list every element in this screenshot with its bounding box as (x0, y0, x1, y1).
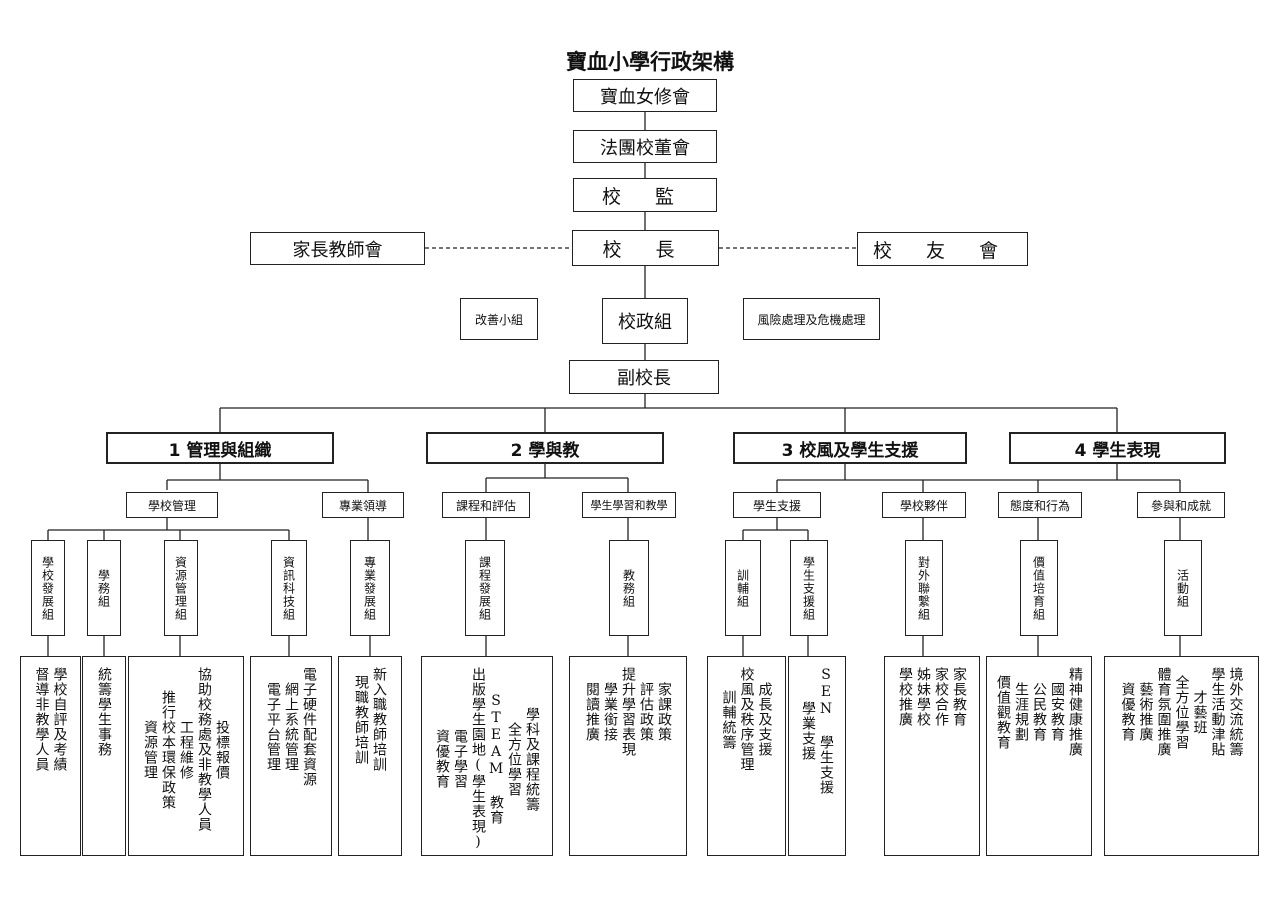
duty-item: 協助校務處及非教學人員 (196, 667, 212, 832)
duty-item: 校風及秩序管理 (738, 667, 755, 772)
duties-academic-affairs: 統籌學生事務 (82, 656, 126, 856)
duties-values: 精神健康推廣 國安教育 公民教育 生涯規劃 價值觀教育 (986, 656, 1092, 856)
subarea-curriculum-assessment: 課程和評估 (442, 492, 530, 518)
area-management: 1 管理與組織 (106, 432, 334, 464)
board-box: 法團校董會 (573, 130, 717, 163)
duties-academic: 家課政策 評估政策 提升學習表現 學業銜接 閱讀推廣 (569, 656, 687, 856)
area-ethos-support: 3 校風及學生支援 (733, 432, 967, 464)
team-prof-development: 專業發展組 (350, 540, 390, 636)
duties-school-development: 學校自評及考績督導非教學人員 (20, 656, 81, 856)
duty-item: 新入職教師培訓 (371, 667, 387, 772)
team-activities: 活動組 (1164, 540, 1202, 636)
duty-item: 資優教育 (434, 729, 450, 789)
duty-item: 閱讀推廣 (584, 682, 600, 742)
duty-item: 境外交流統籌 (1227, 667, 1244, 757)
admin-team-box: 校政組 (602, 298, 688, 344)
duty-item: 家課政策 (656, 682, 672, 742)
sisters-box: 寶血女修會 (573, 79, 717, 112)
area-performance: 4 學生表現 (1009, 432, 1226, 464)
duty-item: 家校合作 (933, 667, 949, 727)
team-guidance: 訓輔組 (725, 540, 761, 636)
duty-item: 電子硬件配套資源 (301, 667, 317, 787)
duty-item: 體育氛圍推廣 (1155, 667, 1172, 757)
subarea-student-support: 學生支援 (733, 492, 821, 518)
duty-item: 成長及支援 (756, 682, 773, 757)
duty-item: 網上系統管理 (283, 682, 299, 772)
duty-item: 學生活動津貼 (1209, 667, 1226, 757)
area-learning-teaching: 2 學與教 (426, 432, 664, 464)
duty-item: 學業支援 (800, 701, 816, 761)
duties-curriculum: 學科及課程統籌 全方位學習 STEAM 教育 出版學生園地(學生表現) 電子學習… (421, 656, 553, 856)
team-curriculum: 課程發展組 (465, 540, 505, 636)
duty-item: 現職教師培訓 (353, 674, 369, 765)
subarea-participation: 參與和成就 (1137, 492, 1225, 518)
duty-item: 才藝班 (1191, 689, 1208, 735)
duty-item: 推行校本環保政策 (160, 689, 176, 810)
duty-item: 姊妹學校 (915, 667, 931, 727)
duties-activities: 境外交流統籌 學生活動津貼 才藝班 全方位學習 體育氛圍推廣 藝術推廣 資優教育 (1104, 656, 1259, 856)
duty-item: SEN 學生支援 (818, 667, 834, 795)
alumni-box: 校 友 會 (857, 232, 1028, 266)
duty-item: 家長教育 (951, 667, 967, 727)
subarea-professional-leadership: 專業領導 (322, 492, 404, 518)
team-academic: 教務組 (609, 540, 649, 636)
principal-box: 校 長 (572, 230, 719, 266)
duty-item: 電子平台管理 (265, 682, 281, 772)
team-resources: 資源管理組 (164, 540, 198, 636)
duties-it: 電子硬件配套資源 網上系統管理 電子平台管理 (250, 656, 332, 856)
pta-box: 家長教師會 (250, 232, 425, 265)
vice-principal-box: 副校長 (569, 360, 719, 394)
duty-item: 評估政策 (638, 682, 654, 742)
duty-item: 工程維修 (178, 719, 194, 780)
duty-item: 資優教育 (1119, 682, 1136, 742)
team-academic-affairs: 學務組 (87, 540, 121, 636)
duty-item: 全方位學習 (506, 721, 522, 797)
duties-student-support: SEN 學生支援 學業支援 (788, 656, 846, 856)
subarea-attitude-behaviour: 態度和行為 (998, 492, 1082, 518)
duties-guidance: 成長及支援 校風及秩序管理 訓輔統籌 (707, 656, 786, 856)
duty-item: 投標報價 (214, 719, 230, 780)
team-student-support: 學生支援組 (790, 540, 828, 636)
team-it: 資訊科技組 (271, 540, 307, 636)
subarea-school-management: 學校管理 (126, 492, 218, 518)
duty-item: 學業銜接 (602, 682, 618, 742)
risk-team-box: 風險處理及危機處理 (743, 298, 880, 340)
duty-item: 價值觀教育 (995, 674, 1011, 750)
duties-prof-development: 新入職教師培訓 現職教師培訓 (338, 656, 402, 856)
duty-item: 國安教育 (1049, 682, 1065, 742)
duty-item: 統籌學生事務 (96, 667, 112, 757)
supervisor-box: 校 監 (573, 178, 717, 212)
subarea-learning-teaching: 學生學習和教學 (582, 492, 676, 518)
duties-resources: 投標報價 協助校務處及非教學人員 工程維修 推行校本環保政策 資源管理 (128, 656, 244, 856)
duty-item: 生涯規劃 (1013, 682, 1029, 742)
subarea-partnership: 學校夥伴 (882, 492, 966, 518)
team-external-relations: 對外聯繫組 (905, 540, 943, 636)
duty-item: 學校推廣 (897, 667, 913, 727)
duty-item: 出版學生園地(學生表現) (470, 667, 486, 851)
duty-item: 督導非教學人員 (33, 667, 50, 772)
duty-item: 全方位學習 (1173, 674, 1190, 750)
duty-item: 電子學習 (452, 729, 468, 789)
duty-item: 學校自評及考績 (51, 667, 68, 772)
team-values: 價值培育組 (1020, 540, 1058, 636)
duty-item: 資源管理 (142, 719, 158, 780)
page-title: 寶血小學行政架構 (566, 50, 734, 74)
duties-external-relations: 家長教育 家校合作 姊妹學校 學校推廣 (884, 656, 980, 856)
duty-item: 訓輔統籌 (720, 689, 737, 750)
improvement-team-box: 改善小組 (460, 298, 538, 340)
duty-item: STEAM 教育 (488, 693, 504, 825)
duty-item: 精神健康推廣 (1067, 667, 1083, 757)
duty-item: 藝術推廣 (1137, 682, 1154, 742)
team-school-development: 學校發展組 (31, 540, 65, 636)
duty-item: 提升學習表現 (620, 667, 636, 757)
duty-item: 學科及課程統籌 (524, 706, 540, 812)
duty-item: 公民教育 (1031, 682, 1047, 742)
